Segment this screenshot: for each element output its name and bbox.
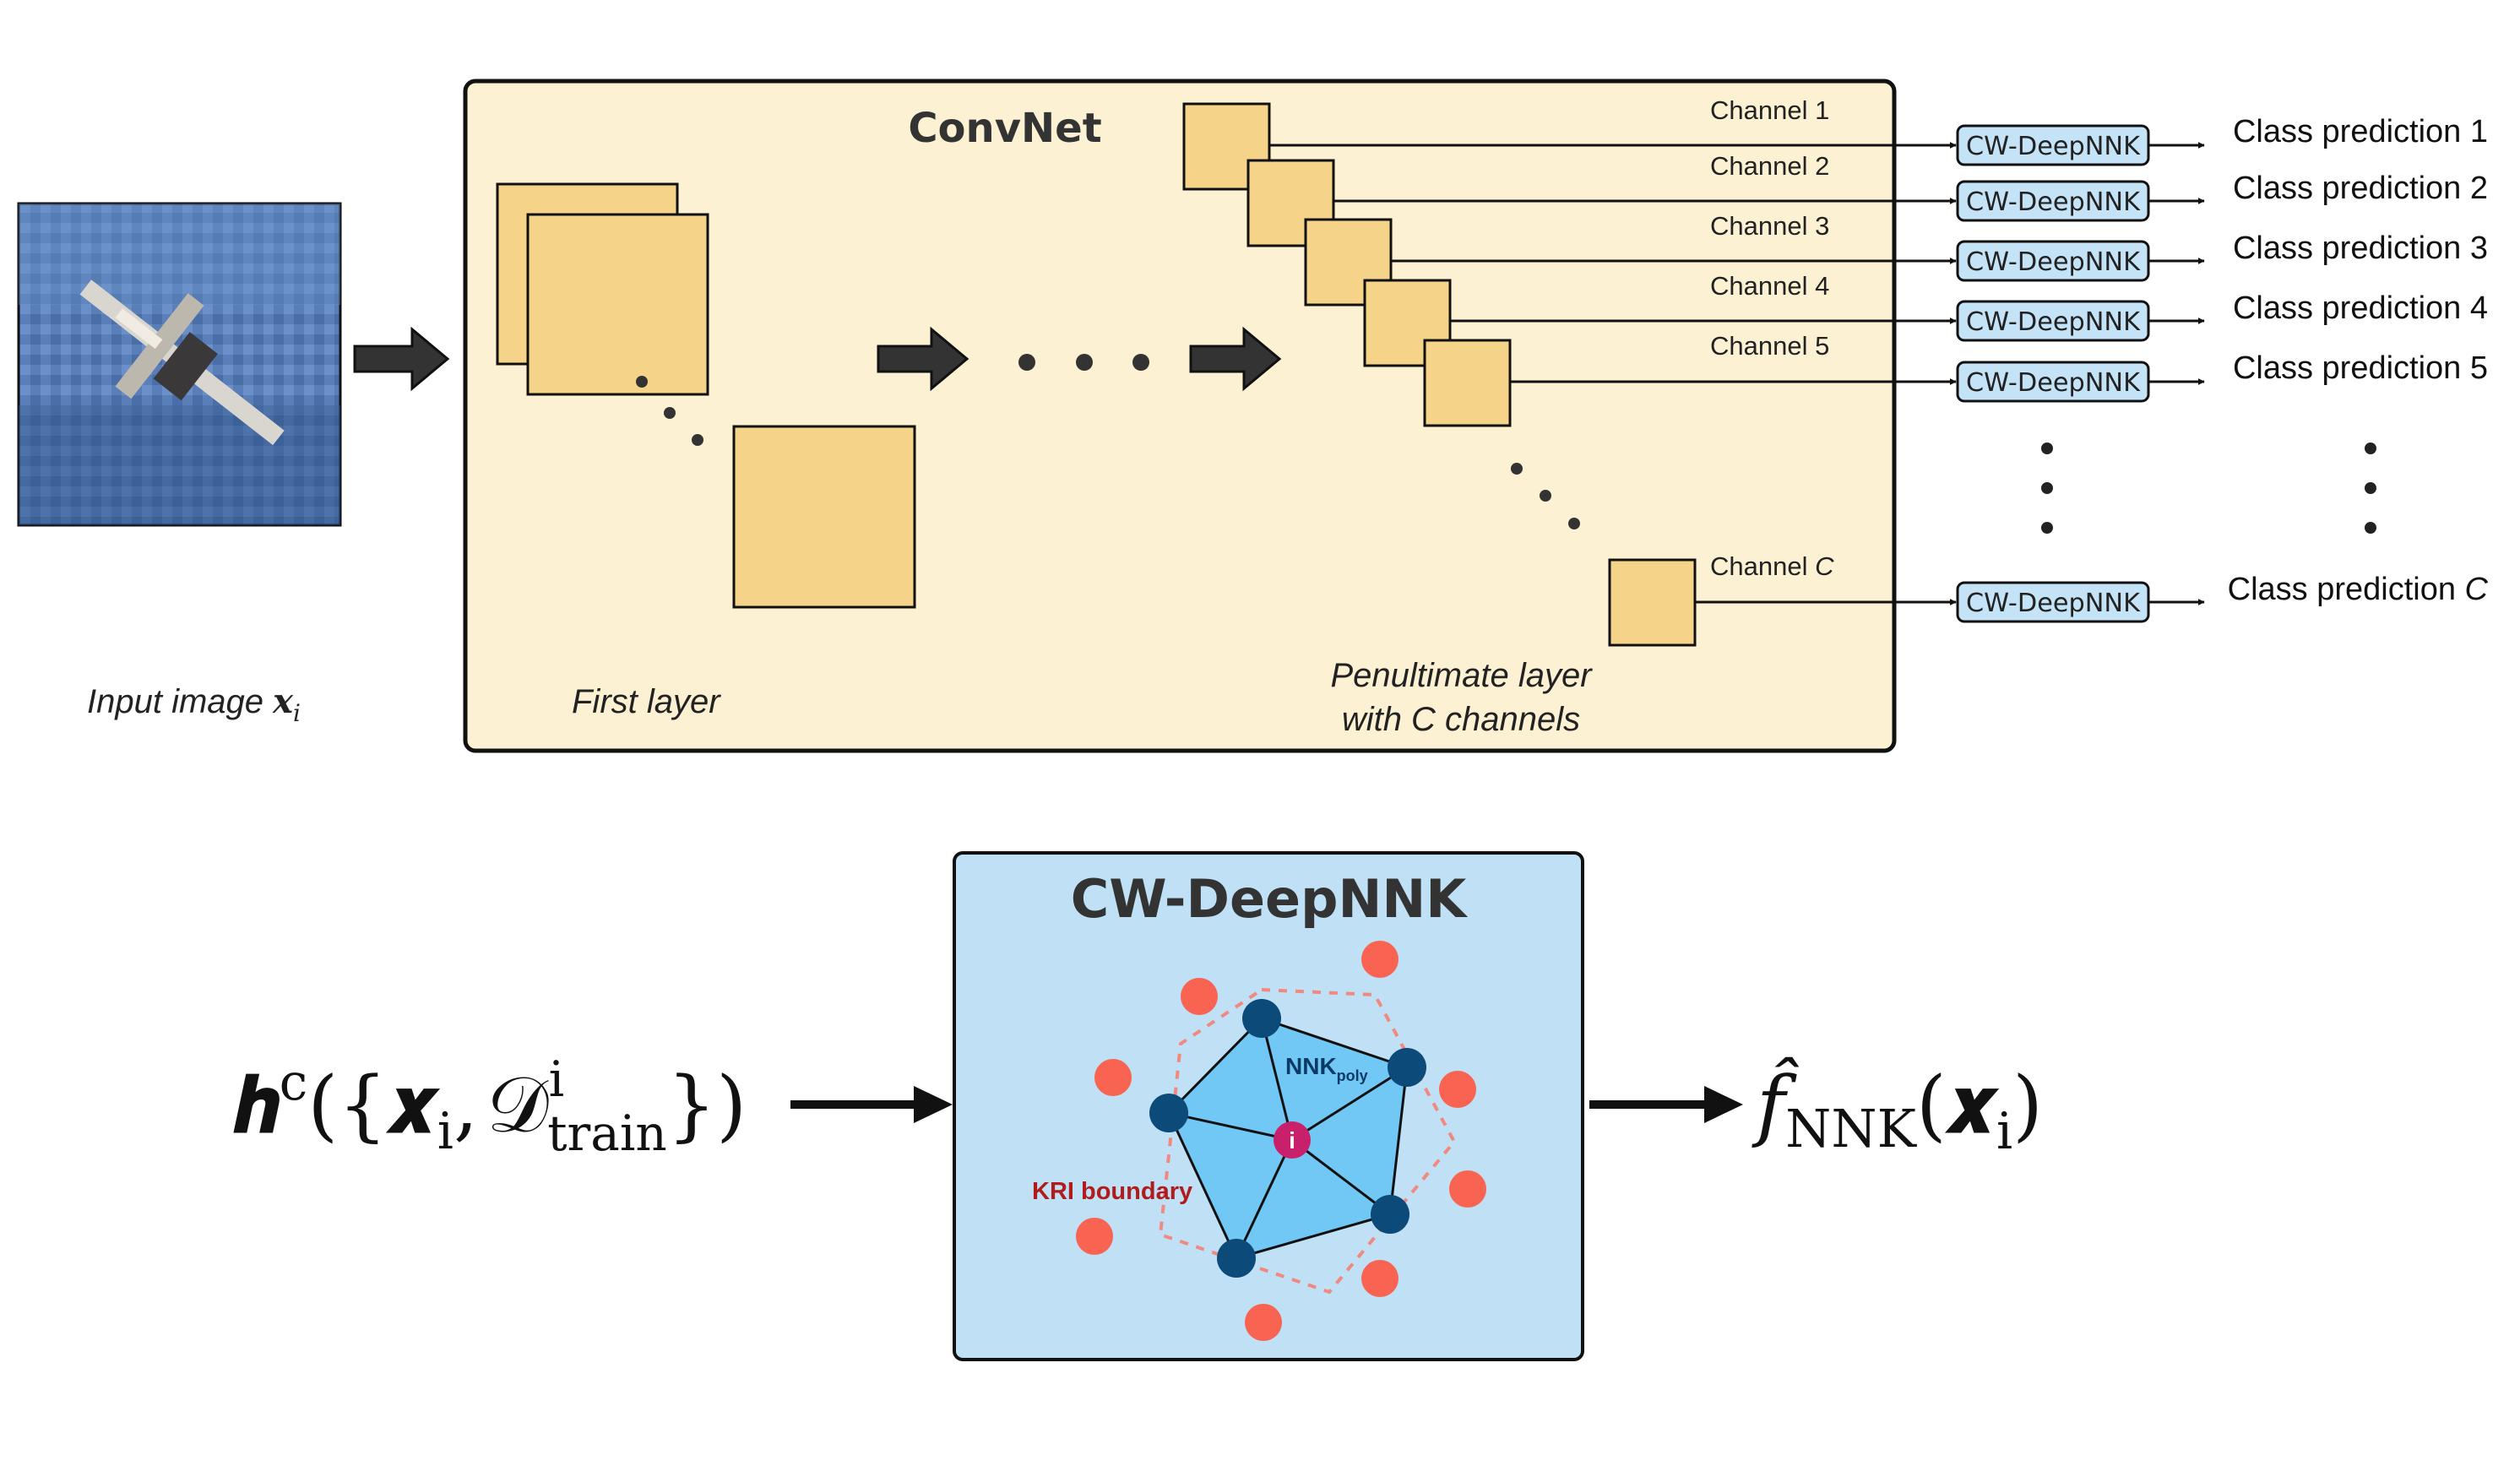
channel-label: Channel 1: [1710, 95, 1829, 125]
class-prediction-label: Class prediction 1: [2233, 114, 2488, 149]
class-prediction-label: Class prediction 5: [2233, 350, 2488, 386]
input-image: [17, 202, 342, 527]
non-neighbor-node: [1361, 1260, 1398, 1297]
arrow-from-cw-head: [1704, 1086, 1743, 1123]
middle-arrow-1: [877, 326, 969, 392]
cw-deepnnk-module-label: CW-DeepNNK: [1966, 187, 2141, 217]
prediction-ellipsis-dot: [2365, 442, 2376, 454]
nnk-edge: [1291, 1138, 1391, 1216]
neighbor-node: [1217, 1239, 1256, 1278]
non-neighbor-node: [1449, 1170, 1486, 1208]
input-arrow: [353, 326, 450, 392]
non-neighbor-node: [1181, 978, 1218, 1015]
class-prediction-label: Class prediction 4: [2233, 290, 2488, 326]
nnk-edge: [1291, 1066, 1408, 1142]
ellipsis-dot: [1018, 354, 1035, 371]
cw-deepnnk-box-title: CW-DeepNNK: [1071, 868, 1469, 930]
kri-boundary-label: KRI boundary: [1032, 1178, 1192, 1205]
query-node: [1274, 1121, 1311, 1159]
cw-deepnnk-module-label: CW-DeepNNK: [1966, 589, 2141, 618]
penultimate-label-line2: with C channels: [1342, 701, 1580, 738]
neighbor-node: [1242, 999, 1281, 1038]
channel-ellipsis-dot: [1511, 463, 1523, 475]
neighbor-node: [1388, 1048, 1426, 1087]
prediction-ellipsis-dot: [2365, 482, 2376, 494]
query-node-label: i: [1289, 1127, 1295, 1154]
neighbor-node: [1149, 1094, 1188, 1132]
formula-right: f̂NNK(𝒙i): [1752, 1056, 2043, 1161]
channel-label: Channel C: [1710, 551, 1834, 581]
class-prediction-label: Class prediction 2: [2233, 171, 2488, 206]
convnet-title: ConvNet: [908, 105, 1101, 152]
ellipsis-dot: [1132, 354, 1149, 371]
channel-ellipsis-dot: [1568, 518, 1580, 529]
first-layer-dot: [636, 376, 648, 388]
channel-ellipsis-dot: [1540, 490, 1551, 502]
first-layer-label: First layer: [572, 683, 721, 720]
penultimate-label-line1: Penultimate layer: [1330, 657, 1593, 694]
channel-label: Channel 4: [1710, 271, 1829, 301]
first-layer-map-last: [732, 425, 916, 609]
nnk-edge: [1260, 1018, 1294, 1141]
cw-ellipsis-dot: [2041, 522, 2053, 534]
nnk-edge: [1168, 1111, 1293, 1142]
first-layer-dot: [692, 434, 703, 446]
first-layer-dot: [664, 407, 676, 419]
prediction-ellipsis-dot: [2365, 522, 2376, 534]
non-neighbor-node: [1245, 1304, 1282, 1341]
first-layer-map-front: [526, 213, 709, 396]
non-neighbor-node: [1076, 1218, 1113, 1255]
channel-map-5: [1423, 339, 1512, 427]
input-image-label: Input image 𝒙i: [87, 681, 301, 727]
non-neighbor-node: [1094, 1059, 1132, 1096]
middle-arrow-2: [1189, 326, 1282, 392]
cw-deepnnk-module-label: CW-DeepNNK: [1966, 368, 2141, 398]
nnk-poly-label: NNKpoly: [1285, 1053, 1368, 1084]
nnk-edge: [1235, 1139, 1294, 1259]
kri-boundary-outline: [1158, 987, 1457, 1295]
non-neighbor-node: [1361, 941, 1398, 978]
cw-ellipsis-dot: [2041, 482, 2053, 494]
class-prediction-label: Class prediction 3: [2233, 231, 2488, 266]
convnet-box: [463, 79, 1897, 753]
cw-ellipsis-dot: [2041, 442, 2053, 454]
channel-label: Channel 3: [1710, 211, 1829, 241]
cw-deepnnk-module-label: CW-DeepNNK: [1966, 247, 2141, 277]
channel-map-c: [1608, 558, 1697, 647]
class-prediction-label: Class prediction C: [2228, 572, 2489, 607]
arrow-to-cw-head: [914, 1086, 953, 1123]
cw-deepnnk-module-label: CW-DeepNNK: [1966, 132, 2141, 161]
ellipsis-dot: [1076, 354, 1093, 371]
channel-label: Channel 5: [1710, 331, 1829, 361]
non-neighbor-node: [1439, 1071, 1476, 1108]
channel-label: Channel 2: [1710, 151, 1829, 181]
neighbor-node: [1371, 1195, 1409, 1234]
cw-deepnnk-module-label: CW-DeepNNK: [1966, 307, 2141, 337]
